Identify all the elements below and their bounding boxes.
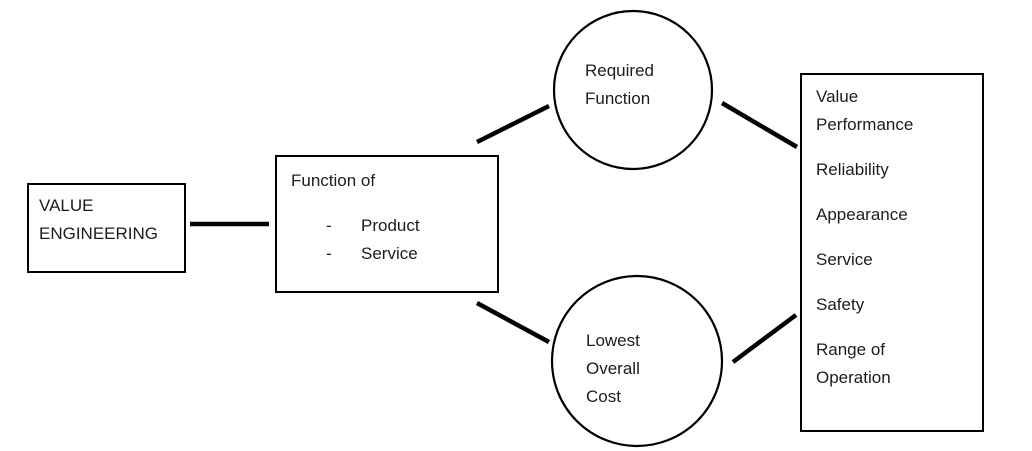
lowest-overall-cost-line: Lowest <box>586 331 640 350</box>
value-engineering-line: VALUE <box>39 196 94 215</box>
bullet-dash: - <box>326 216 332 235</box>
function-box-title: Function of <box>291 171 376 190</box>
criteria-line: Safety <box>816 295 865 314</box>
connector-lowest-cost-to-criteria <box>731 313 798 364</box>
criteria-line: Reliability <box>816 160 889 179</box>
connector-function-to-required <box>475 103 551 145</box>
criteria-line: Service <box>816 250 873 269</box>
function-item-label: Service <box>361 244 418 263</box>
criteria-item-safety: Safety <box>816 291 976 319</box>
required-function-line: Required <box>585 61 654 80</box>
criteria-line: Operation <box>816 368 891 387</box>
required-function-circle <box>552 9 714 171</box>
criteria-item-service: Service <box>816 246 976 274</box>
value-engineering-box: VALUE ENGINEERING <box>27 183 186 273</box>
lowest-overall-cost-line: Cost <box>586 387 621 406</box>
criteria-item-range-of-operation: Range of Operation <box>816 336 976 392</box>
value-engineering-line: ENGINEERING <box>39 224 159 243</box>
required-function-label: Required Function <box>585 57 654 113</box>
function-item-product: - Product <box>291 212 491 240</box>
connector-function-to-lowest-cost <box>475 301 551 344</box>
function-item-service: - Service <box>291 240 491 268</box>
lowest-overall-cost-circle <box>550 274 724 448</box>
criteria-line: Performance <box>816 115 914 134</box>
lowest-overall-cost-label: Lowest Overall Cost <box>586 327 640 411</box>
function-of-box: Function of - Product - Service <box>275 155 499 293</box>
lowest-overall-cost-line: Overall <box>586 359 640 378</box>
function-item-label: Product <box>361 216 420 235</box>
criteria-line: Value <box>816 87 859 106</box>
criteria-item-value-performance: Value Performance <box>816 83 976 139</box>
connector-required-to-criteria <box>720 101 799 149</box>
criteria-box: Value Performance Reliability Appearance… <box>800 73 984 432</box>
criteria-line: Appearance <box>816 205 908 224</box>
function-box-list: - Product - Service <box>291 212 491 268</box>
criteria-item-reliability: Reliability <box>816 156 976 184</box>
bullet-dash: - <box>326 244 332 263</box>
required-function-line: Function <box>585 89 651 108</box>
criteria-line: Range of <box>816 340 885 359</box>
criteria-item-appearance: Appearance <box>816 201 976 229</box>
